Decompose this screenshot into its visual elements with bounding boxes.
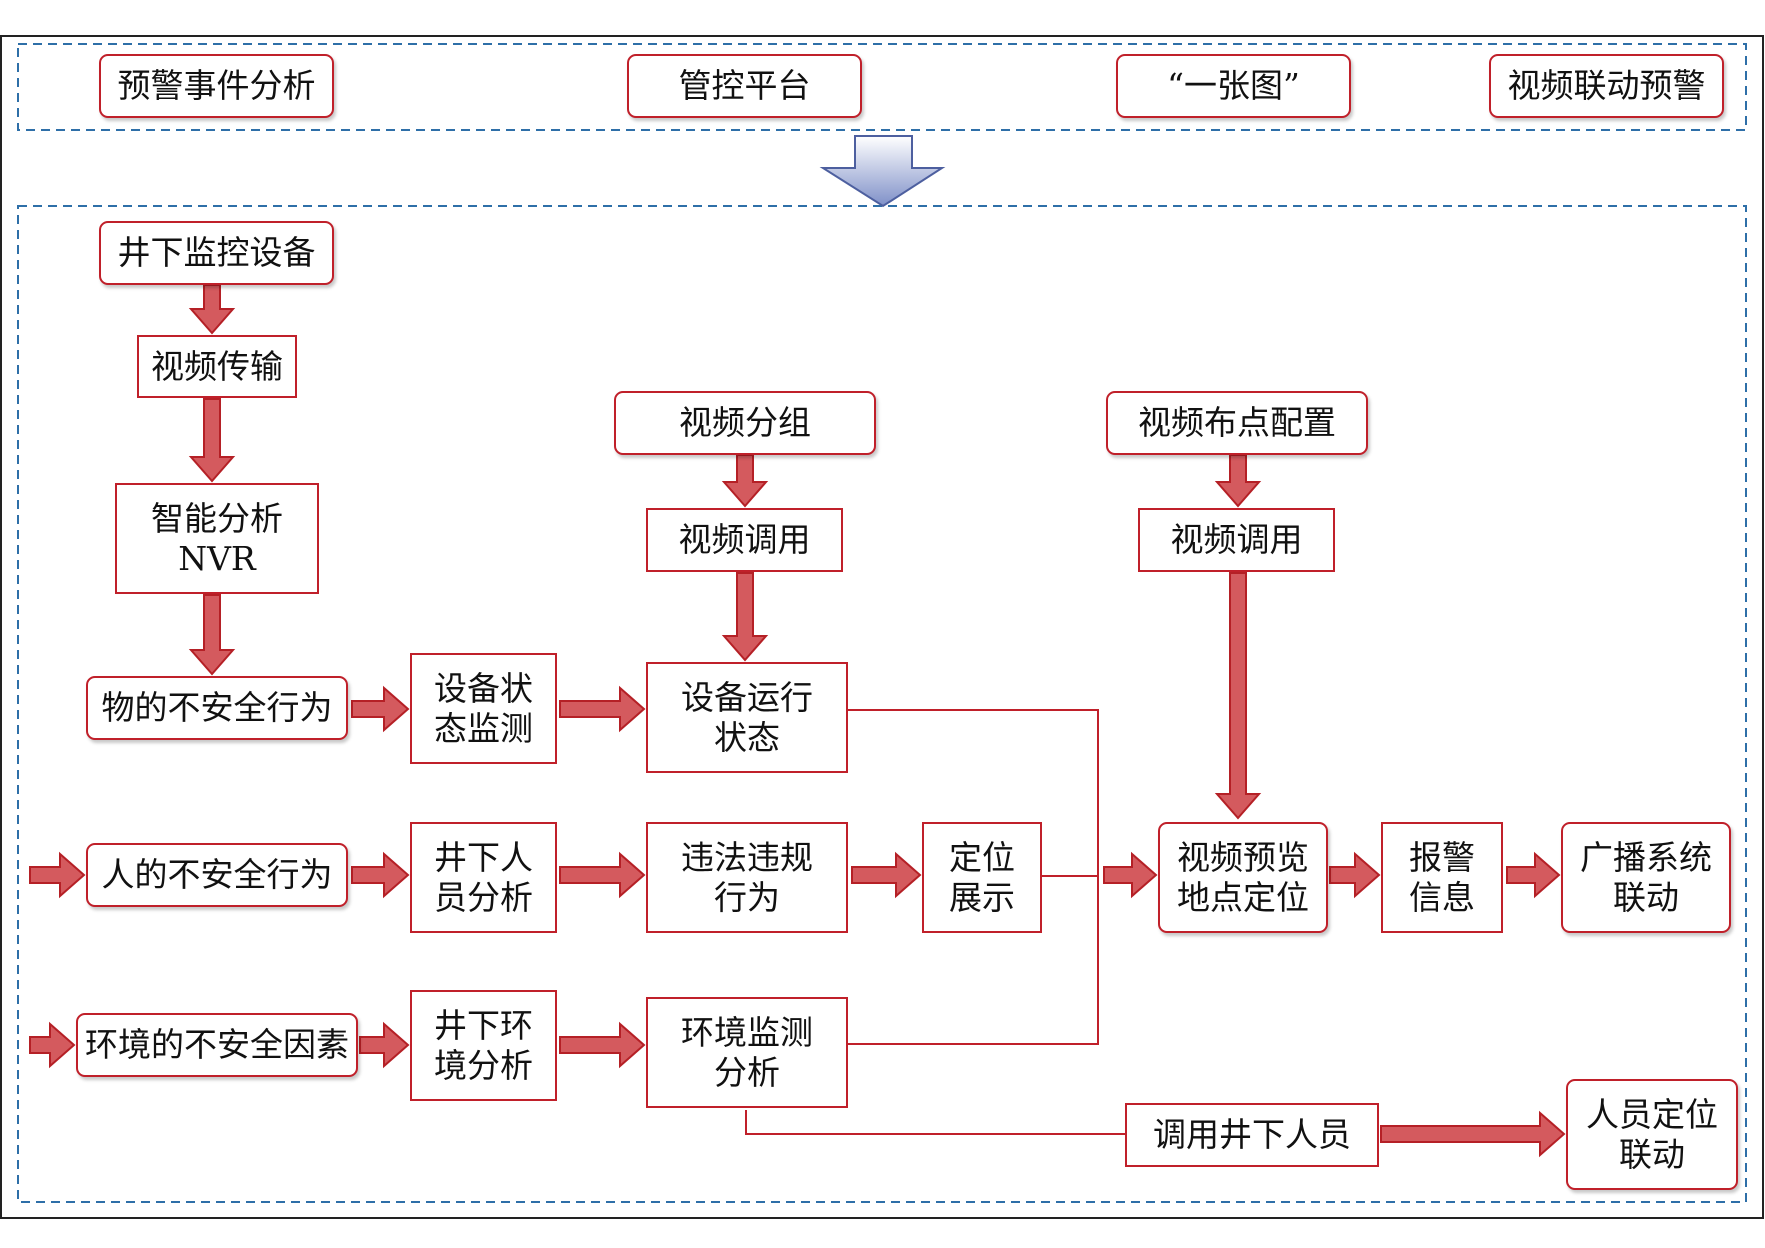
node-location-display: 定位 展示 — [922, 822, 1042, 933]
arrow-preview-to-alarm — [1329, 851, 1381, 899]
node-environment-unsafe-factor: 环境的不安全因素 — [76, 1013, 358, 1077]
arrow-call-to-preview — [1214, 572, 1262, 820]
arrow-alarm-to-broadcast — [1506, 851, 1561, 899]
top-item-one-map: “一张图” — [1116, 54, 1351, 118]
arrow-analysis-to-violation — [559, 851, 646, 899]
node-object-unsafe-behavior: 物的不安全行为 — [86, 676, 348, 740]
node-video-call-2: 视频调用 — [1138, 508, 1335, 572]
arrow-group-to-call — [721, 454, 769, 508]
arrow-env-to-analysis — [359, 1021, 410, 1069]
arrow-input-environment — [29, 1021, 76, 1069]
node-broadcast-linkage: 广播系统 联动 — [1561, 822, 1731, 933]
node-video-layout-config: 视频布点配置 — [1106, 391, 1368, 455]
node-video-preview-location: 视频预览 地点定位 — [1158, 822, 1328, 933]
node-device-running-state: 设备运行 状态 — [646, 662, 848, 773]
arrow-nvr-to-object-unsafe — [188, 594, 236, 676]
arrow-violation-to-location — [851, 851, 922, 899]
arrow-monitor-to-transmission — [188, 284, 236, 335]
arrow-call-to-personnel-location — [1380, 1110, 1566, 1158]
arrow-state-monitor-to-running — [559, 685, 646, 733]
arrow-layout-to-call — [1214, 454, 1262, 508]
node-call-underground-personnel: 调用井下人员 — [1125, 1103, 1379, 1167]
node-environment-monitoring-analysis: 环境监测 分析 — [646, 997, 848, 1108]
arrow-person-to-analysis — [351, 851, 410, 899]
node-violation-behavior: 违法违规 行为 — [646, 822, 848, 933]
arrow-call-to-device-state — [721, 572, 769, 662]
arrow-input-person — [29, 851, 86, 899]
top-item-warning-analysis: 预警事件分析 — [99, 54, 334, 118]
node-video-grouping: 视频分组 — [614, 391, 876, 455]
node-personnel-analysis: 井下人 员分析 — [410, 822, 557, 933]
node-video-call-1: 视频调用 — [646, 508, 843, 572]
node-video-transmission: 视频传输 — [137, 335, 297, 398]
top-layer-frame — [17, 43, 1747, 131]
node-smart-analysis-nvr: 智能分析 NVR — [115, 483, 319, 594]
arrow-object-to-state-monitor — [351, 685, 410, 733]
arrow-env-analysis-to-monitor — [559, 1021, 646, 1069]
arrow-transmission-to-nvr — [188, 398, 236, 483]
layer-down-arrow — [819, 135, 946, 208]
node-environment-analysis: 井下环 境分析 — [410, 990, 557, 1101]
node-monitor-device: 井下监控设备 — [99, 221, 334, 285]
top-item-video-linkage-warning: 视频联动预警 — [1489, 54, 1724, 118]
node-device-state-monitoring: 设备状 态监测 — [410, 653, 557, 764]
arrow-junction-to-preview — [1103, 851, 1158, 899]
node-alarm-information: 报警 信息 — [1381, 822, 1503, 933]
node-personnel-location-linkage: 人员定位 联动 — [1566, 1079, 1738, 1190]
node-person-unsafe-behavior: 人的不安全行为 — [86, 843, 348, 907]
top-item-control-platform: 管控平台 — [627, 54, 862, 118]
connector-env-call — [745, 1110, 1125, 1135]
outer-frame — [0, 35, 1764, 1219]
